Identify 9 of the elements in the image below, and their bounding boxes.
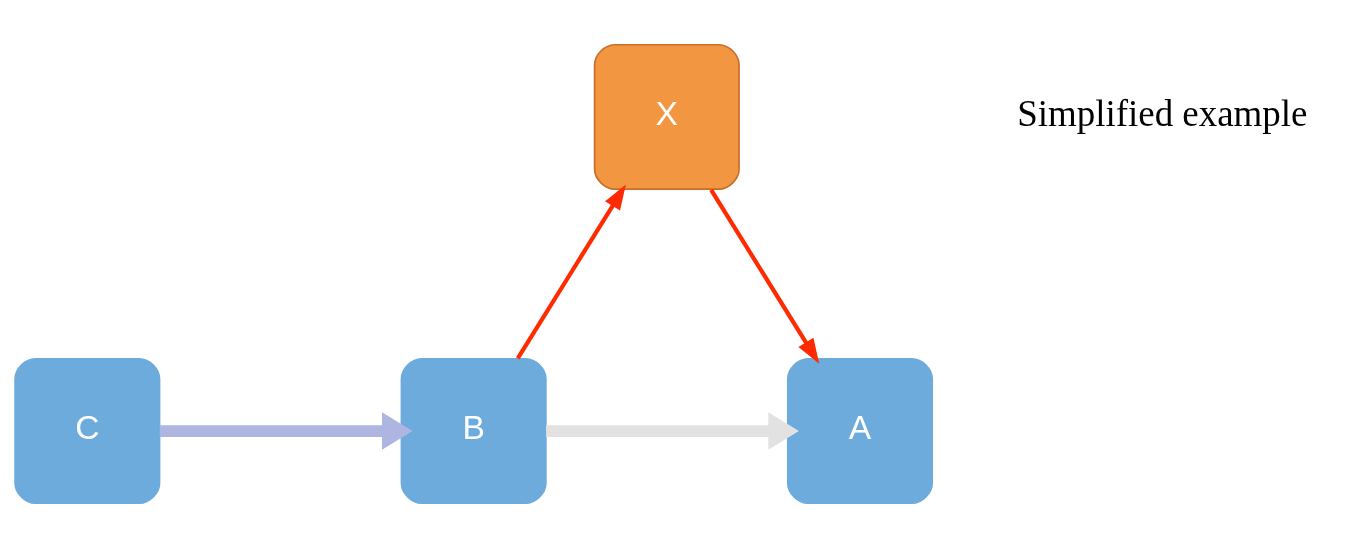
arrow — [515, 184, 626, 360]
arrow — [709, 188, 820, 364]
node-box: B — [400, 358, 547, 505]
node-box: C — [14, 358, 161, 505]
node-box: X — [593, 43, 740, 190]
arrow — [546, 412, 799, 450]
arrow — [159, 412, 413, 450]
label: Simplified example — [1017, 93, 1308, 135]
node-box: A — [786, 358, 934, 505]
